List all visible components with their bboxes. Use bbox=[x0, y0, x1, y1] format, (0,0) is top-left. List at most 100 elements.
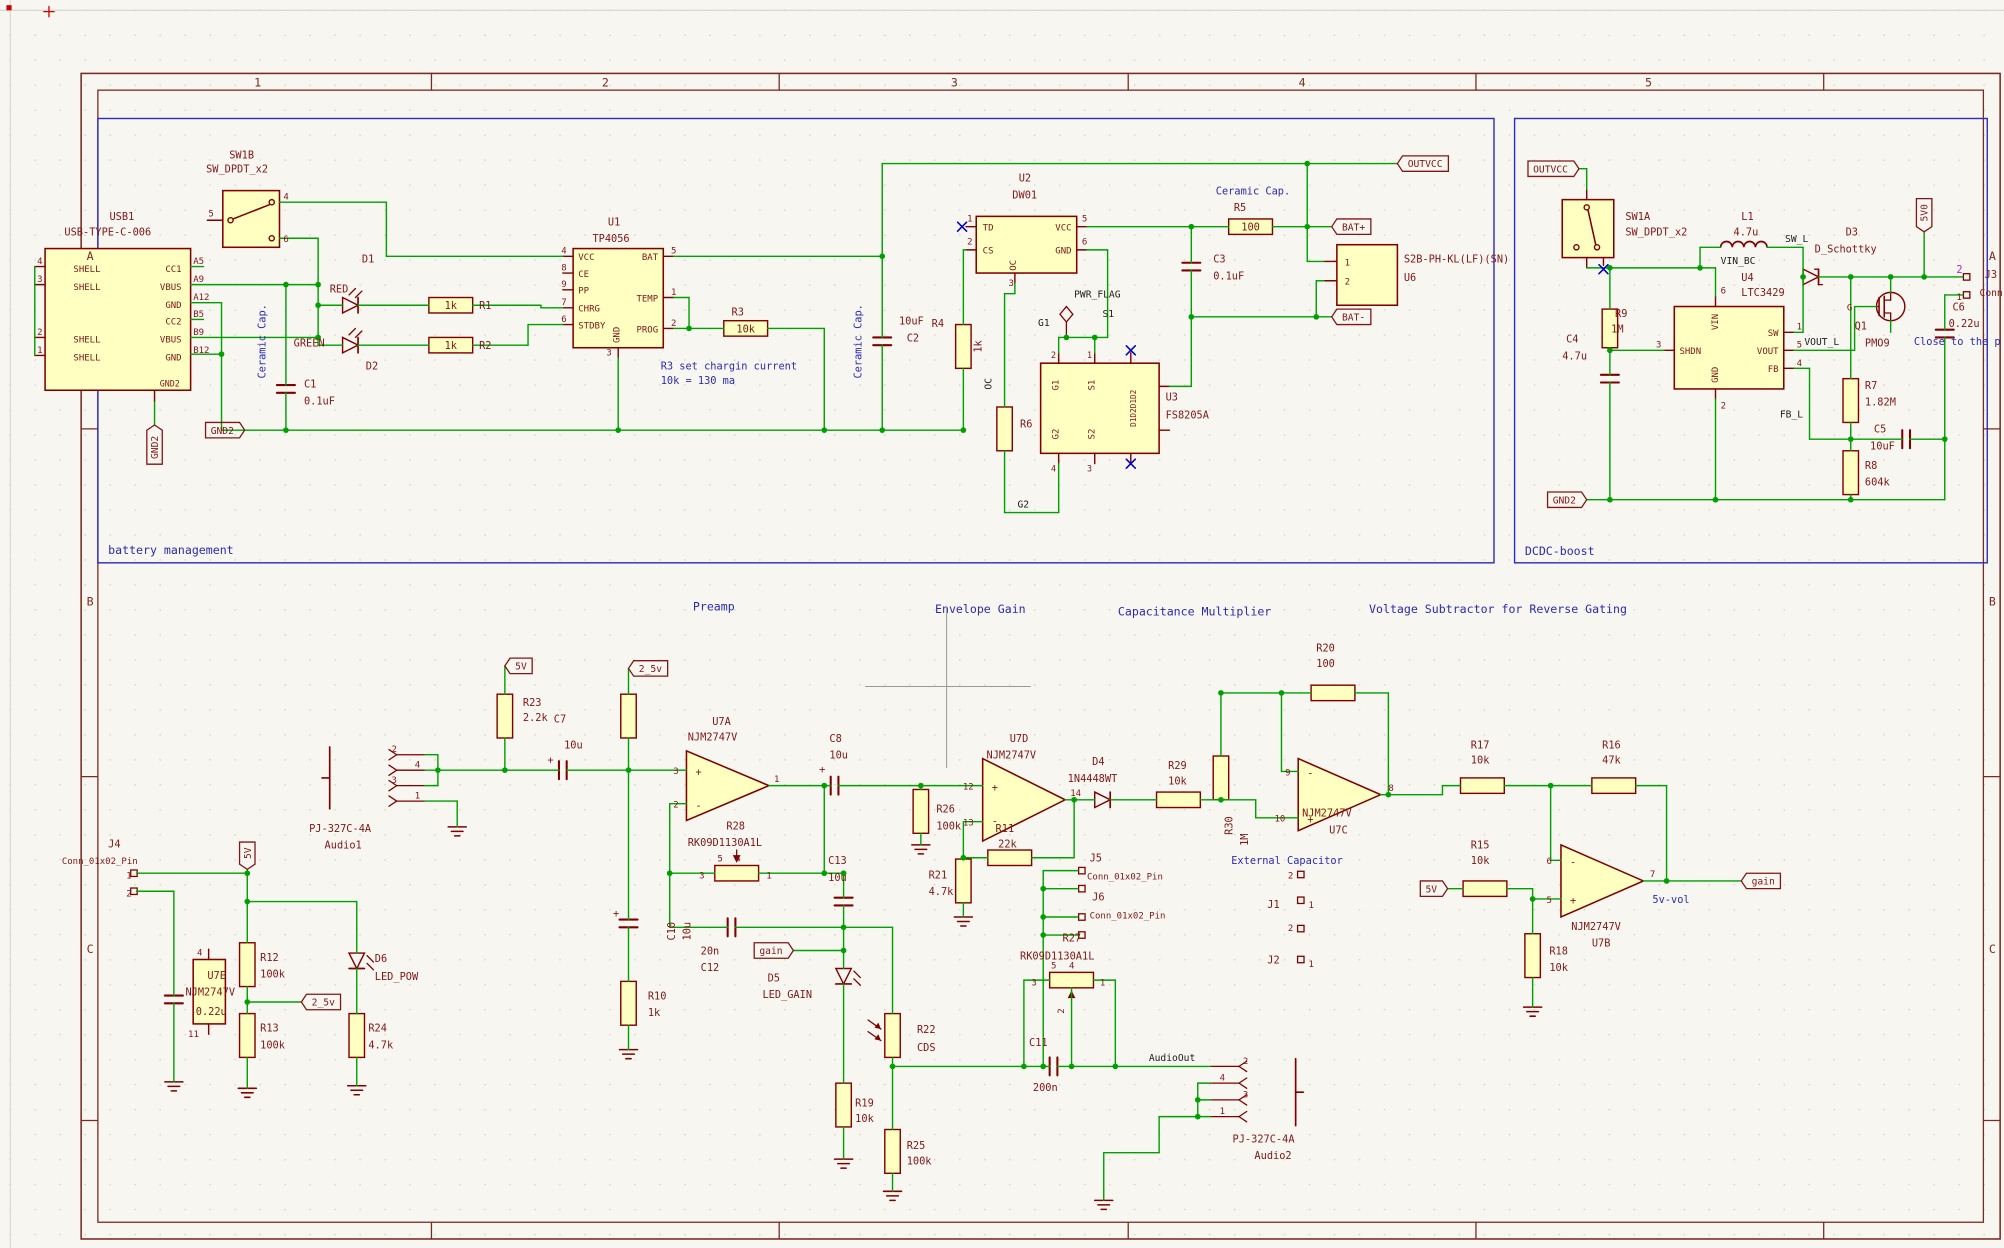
net-label[interactable]: 5V bbox=[504, 657, 533, 675]
component-field[interactable]: + bbox=[613, 908, 619, 920]
component-field[interactable]: C5 bbox=[1874, 424, 1886, 436]
net-label-flag[interactable] bbox=[1915, 197, 1933, 233]
component-field[interactable]: 100k bbox=[907, 1155, 933, 1167]
component-field[interactable]: Conn_01x02_Pin bbox=[1087, 873, 1163, 883]
net-label[interactable]: 2_5v bbox=[627, 660, 669, 677]
component-field[interactable]: R30 bbox=[1224, 816, 1236, 835]
component-field[interactable]: NJM2747V bbox=[1302, 808, 1352, 820]
component-field[interactable]: LED_GAIN bbox=[762, 989, 812, 1001]
component-field[interactable]: 0.22u bbox=[196, 1006, 227, 1018]
comment-text[interactable]: Close to the p bbox=[1914, 336, 2001, 348]
component-field[interactable]: CHRG bbox=[578, 305, 600, 315]
component-field[interactable]: GND bbox=[165, 301, 181, 311]
component-field[interactable]: A12 bbox=[193, 293, 209, 303]
component-field[interactable]: GND bbox=[612, 327, 622, 343]
resistor-body[interactable] bbox=[714, 864, 760, 882]
component-field[interactable]: 3 bbox=[699, 871, 704, 881]
component-field[interactable]: 8 bbox=[561, 263, 566, 273]
component-field[interactable]: RK09D1130A1L bbox=[688, 837, 762, 849]
component-field[interactable]: 100k bbox=[260, 1039, 286, 1051]
component-field[interactable]: + bbox=[992, 782, 998, 794]
component-field[interactable]: FS8205A bbox=[1166, 410, 1210, 422]
component-field[interactable]: STDBY bbox=[578, 321, 606, 331]
net-label-flag[interactable] bbox=[627, 660, 669, 677]
component-field[interactable]: D5 bbox=[768, 972, 780, 984]
component-field[interactable]: R10 bbox=[648, 990, 667, 1002]
component-field[interactable]: + bbox=[819, 764, 825, 776]
resistor-body[interactable] bbox=[835, 1082, 853, 1128]
symbol-bodies[interactable] bbox=[44, 189, 1860, 1175]
net-label-flag[interactable] bbox=[1419, 880, 1449, 898]
component-field[interactable]: C12 bbox=[701, 962, 720, 974]
net-label-flag[interactable] bbox=[1330, 218, 1372, 236]
component-field[interactable]: 1N4448WT bbox=[1068, 773, 1118, 785]
component-field[interactable]: Q1 bbox=[1855, 321, 1867, 333]
component-field[interactable]: 10u bbox=[564, 739, 583, 751]
ic-body[interactable] bbox=[44, 247, 192, 392]
resistor-body[interactable] bbox=[954, 323, 972, 370]
net-label-flag[interactable] bbox=[1546, 491, 1588, 509]
net-label-flag[interactable] bbox=[1396, 155, 1450, 172]
net-label-text[interactable]: 5V0 bbox=[1920, 204, 1931, 222]
component-field[interactable]: R27 bbox=[1063, 932, 1082, 944]
component-field[interactable]: C8 bbox=[829, 733, 841, 745]
switch-contact[interactable] bbox=[268, 234, 276, 242]
section-box[interactable] bbox=[1513, 117, 1988, 564]
component-field[interactable]: 3 bbox=[673, 767, 678, 777]
component-field[interactable]: 6 bbox=[1082, 238, 1087, 248]
comment-text[interactable]: Capacitance Multiplier bbox=[1118, 605, 1271, 619]
resistor-body[interactable] bbox=[1462, 880, 1508, 898]
resistor-body[interactable] bbox=[620, 980, 637, 1026]
component-field[interactable]: SW1A bbox=[1625, 211, 1651, 223]
net-label-text[interactable]: 5V bbox=[1425, 884, 1437, 895]
net-label[interactable]: 2_5v bbox=[300, 993, 342, 1011]
comment-text[interactable]: Ceramic Cap. bbox=[853, 304, 865, 378]
component-field[interactable]: R1 bbox=[479, 300, 491, 312]
component-field[interactable]: - bbox=[1307, 768, 1313, 780]
component-field[interactable]: 100 bbox=[1316, 658, 1335, 670]
net-label[interactable]: GND2 bbox=[1546, 491, 1588, 509]
net-label-flag[interactable] bbox=[238, 841, 256, 871]
component-field[interactable]: 10k bbox=[736, 323, 755, 335]
inductor[interactable] bbox=[1719, 240, 1768, 248]
component-field[interactable]: R4 bbox=[932, 318, 944, 330]
component-field[interactable]: R18 bbox=[1549, 945, 1568, 957]
component-field[interactable]: 1 bbox=[1345, 258, 1350, 268]
component-field[interactable]: 2 bbox=[1051, 350, 1056, 360]
component-field[interactable]: SW bbox=[1768, 329, 1779, 339]
component-field[interactable]: R19 bbox=[855, 1097, 874, 1109]
comment-text[interactable]: Ceramic Cap. bbox=[1216, 185, 1290, 197]
comment-text[interactable]: 5v-vol bbox=[1652, 894, 1689, 906]
component-field[interactable]: VOUT bbox=[1757, 347, 1779, 357]
component-field[interactable]: 2.2k bbox=[523, 712, 549, 724]
component-field[interactable]: C1 bbox=[304, 379, 316, 391]
component-field[interactable]: 20n bbox=[701, 945, 720, 957]
component-field[interactable]: 3 bbox=[392, 776, 397, 786]
component-field[interactable]: 1M bbox=[1239, 834, 1251, 846]
component-field[interactable]: 1 bbox=[671, 288, 676, 298]
comment-text[interactable]: 10k = 130 ma bbox=[661, 375, 735, 387]
component-field[interactable]: Audio2 bbox=[1254, 1150, 1291, 1162]
component-field[interactable]: 1 bbox=[766, 871, 771, 881]
component-field[interactable]: CC2 bbox=[165, 318, 181, 328]
component-field[interactable]: S1 bbox=[1088, 380, 1098, 391]
component-field[interactable]: 6 bbox=[1547, 857, 1552, 867]
component-field[interactable]: SHDN bbox=[1679, 347, 1701, 357]
component-field[interactable]: PJ-327C-4A bbox=[309, 823, 372, 835]
component-field[interactable]: 1 bbox=[1220, 1107, 1225, 1117]
component-field[interactable]: C3 bbox=[1213, 254, 1225, 266]
component-field[interactable]: 4 bbox=[1220, 1074, 1225, 1084]
pin-square[interactable] bbox=[1296, 870, 1305, 879]
component-field[interactable]: GND bbox=[1055, 247, 1071, 257]
component-field[interactable]: 7 bbox=[1650, 870, 1655, 880]
component-field[interactable]: 4 bbox=[735, 855, 740, 865]
component-field[interactable]: C13 bbox=[828, 855, 847, 867]
local-net-label[interactable]: S1 bbox=[1102, 309, 1114, 320]
component-field[interactable]: 1 bbox=[37, 346, 42, 356]
net-label-text[interactable]: BAT+ bbox=[1342, 222, 1365, 233]
component-field[interactable]: 2 bbox=[37, 328, 42, 338]
component-field[interactable]: R5 bbox=[1234, 202, 1246, 214]
component-field[interactable]: Conn_01x02_Pin bbox=[62, 857, 138, 867]
component-field[interactable]: 10k bbox=[1471, 755, 1490, 767]
